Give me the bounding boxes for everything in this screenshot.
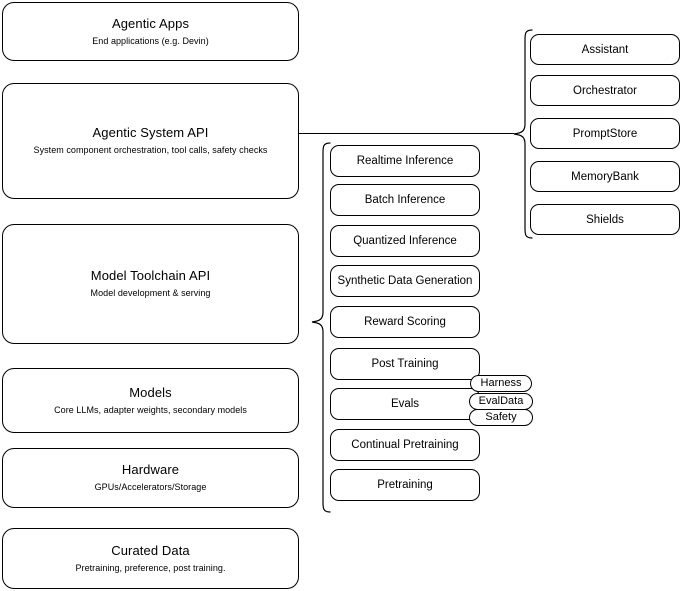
component-promptstore[interactable]: PromptStore (530, 118, 680, 149)
layer-hardware[interactable]: Hardware GPUs/Accelerators/Storage (2, 448, 299, 508)
toolchain-components-brace (311, 142, 331, 513)
component-pretraining[interactable]: Pretraining (330, 469, 480, 501)
layer-models[interactable]: Models Core LLMs, adapter weights, secon… (2, 368, 299, 433)
component-orchestrator[interactable]: Orchestrator (530, 75, 680, 106)
layer-agentic-system-api[interactable]: Agentic System API System component orch… (2, 83, 299, 199)
component-batch-inference[interactable]: Batch Inference (330, 184, 480, 216)
layer-title: Hardware (121, 462, 180, 477)
layer-subtitle: Pretraining, preference, post training. (75, 562, 226, 573)
component-reward-scoring[interactable]: Reward Scoring (330, 306, 480, 338)
layer-subtitle: Model development & serving (90, 288, 211, 298)
component-quantized-inference[interactable]: Quantized Inference (330, 225, 480, 257)
layer-curated-data[interactable]: Curated Data Pretraining, preference, po… (2, 528, 299, 589)
layer-title: Models (129, 384, 172, 400)
component-synthetic-data-generation[interactable]: Synthetic Data Generation (330, 265, 480, 297)
component-assistant[interactable]: Assistant (530, 34, 680, 65)
layer-agentic-apps[interactable]: Agentic Apps End applications (e.g. Devi… (2, 2, 299, 61)
layer-title: Agentic Apps (111, 15, 190, 31)
component-shields[interactable]: Shields (530, 204, 680, 235)
badge-safety[interactable]: Safety (469, 409, 533, 426)
component-continual-pretraining[interactable]: Continual Pretraining (330, 429, 480, 461)
component-evals[interactable]: Evals (330, 388, 480, 420)
component-post-training[interactable]: Post Training (330, 348, 480, 380)
layer-model-toolchain-api[interactable]: Model Toolchain API Model development & … (2, 224, 299, 344)
component-memorybank[interactable]: MemoryBank (530, 161, 680, 192)
badge-evaldata[interactable]: EvalData (469, 393, 533, 410)
layer-subtitle: End applications (e.g. Devin) (92, 35, 209, 46)
layer-title: Curated Data (111, 542, 190, 558)
component-realtime-inference[interactable]: Realtime Inference (330, 145, 480, 177)
badge-harness[interactable]: Harness (470, 375, 532, 392)
layer-subtitle: Core LLMs, adapter weights, secondary mo… (54, 404, 247, 415)
layer-subtitle: GPUs/Accelerators/Storage (94, 482, 207, 492)
layer-subtitle: System component orchestration, tool cal… (33, 145, 268, 155)
layer-title: Agentic System API (92, 125, 209, 140)
layer-title: Model Toolchain API (90, 268, 211, 283)
